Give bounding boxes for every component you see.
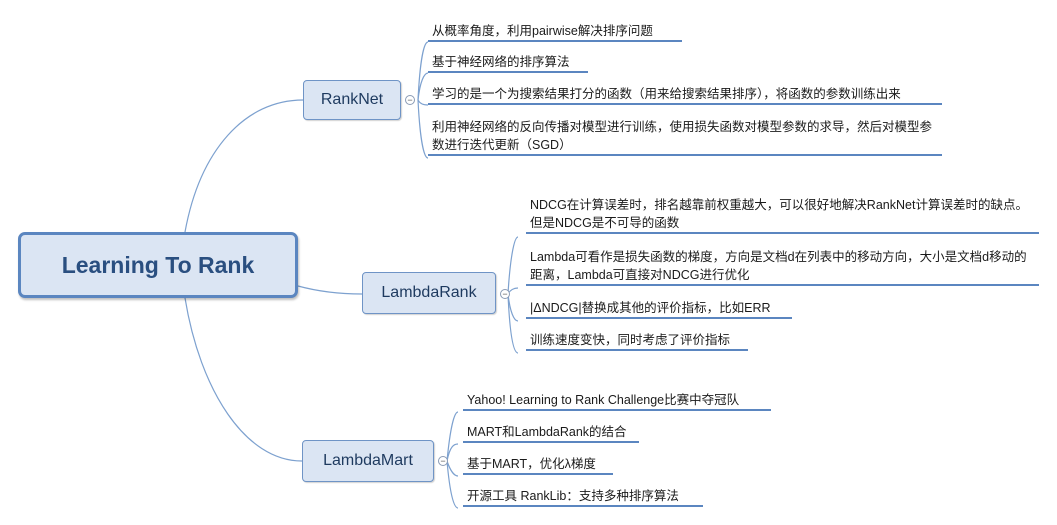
connector-lambdamart-leaf-4: [446, 460, 459, 509]
lambdarank-leaf-3[interactable]: |ΔNDCG|替换成其他的评价指标，比如ERR: [526, 299, 792, 319]
connector-root-lambdamart: [184, 297, 303, 462]
collapse-toggle-icon[interactable]: −: [405, 95, 415, 105]
connector-ranknet-leaf-2: [417, 72, 429, 101]
branch-lambdarank[interactable]: LambdaRank: [362, 272, 496, 314]
connector-root-ranknet: [184, 99, 304, 233]
branch-lambdamart[interactable]: LambdaMart: [302, 440, 434, 482]
connector-ranknet-leaf-3: [417, 99, 429, 106]
connector-ranknet-leaf-1: [417, 41, 429, 101]
collapse-toggle-icon[interactable]: −: [438, 456, 448, 466]
ranknet-leaf-2[interactable]: 基于神经网络的排序算法: [428, 53, 588, 73]
collapse-toggle-icon[interactable]: −: [500, 289, 510, 299]
ranknet-leaf-1[interactable]: 从概率角度，利用pairwise解决排序问题: [428, 22, 682, 42]
lambdarank-leaf-2[interactable]: Lambda可看作是损失函数的梯度，方向是文档d在列表中的移动方向，大小是文档d…: [526, 248, 1039, 286]
branch-ranknet-label: RankNet: [320, 91, 384, 108]
connector-ranknet-leaf-4: [417, 99, 429, 159]
ranknet-leaf-4[interactable]: 利用神经网络的反向传播对模型进行训练，使用损失函数对模型参数的求导，然后对模型参…: [428, 118, 942, 156]
root-label: Learning To Rank: [61, 251, 255, 278]
lambdamart-leaf-3[interactable]: 基于MART，优化λ梯度: [463, 455, 613, 475]
lambdamart-leaf-4[interactable]: 开源工具 RankLib：支持多种排序算法: [463, 487, 703, 507]
lambdarank-leaf-1[interactable]: NDCG在计算误差时，排名越靠前权重越大，可以很好地解决RankNet计算误差时…: [526, 196, 1039, 234]
ranknet-leaf-3[interactable]: 学习的是一个为搜索结果打分的函数（用来给搜索结果排序），将函数的参数训练出来: [428, 85, 942, 105]
branch-lambdarank-label: LambdaRank: [381, 284, 477, 301]
root-node[interactable]: Learning To Rank: [18, 232, 298, 298]
connector-lambdarank-leaf-1: [507, 236, 519, 295]
connector-lambdamart-leaf-1: [446, 411, 459, 462]
lambdamart-leaf-2[interactable]: MART和LambdaRank的结合: [463, 423, 639, 443]
lambdarank-leaf-4[interactable]: 训练速度变快，同时考虑了评价指标: [526, 331, 748, 351]
lambdamart-leaf-1[interactable]: Yahoo! Learning to Rank Challenge比赛中夺冠队: [463, 391, 771, 411]
connector-lambdamart-leaf-2: [446, 443, 459, 462]
connector-lambdarank-leaf-4: [507, 293, 519, 354]
branch-lambdamart-label: LambdaMart: [323, 452, 413, 469]
branch-ranknet[interactable]: RankNet: [303, 80, 401, 120]
connector-root-lambdarank: [297, 285, 363, 295]
